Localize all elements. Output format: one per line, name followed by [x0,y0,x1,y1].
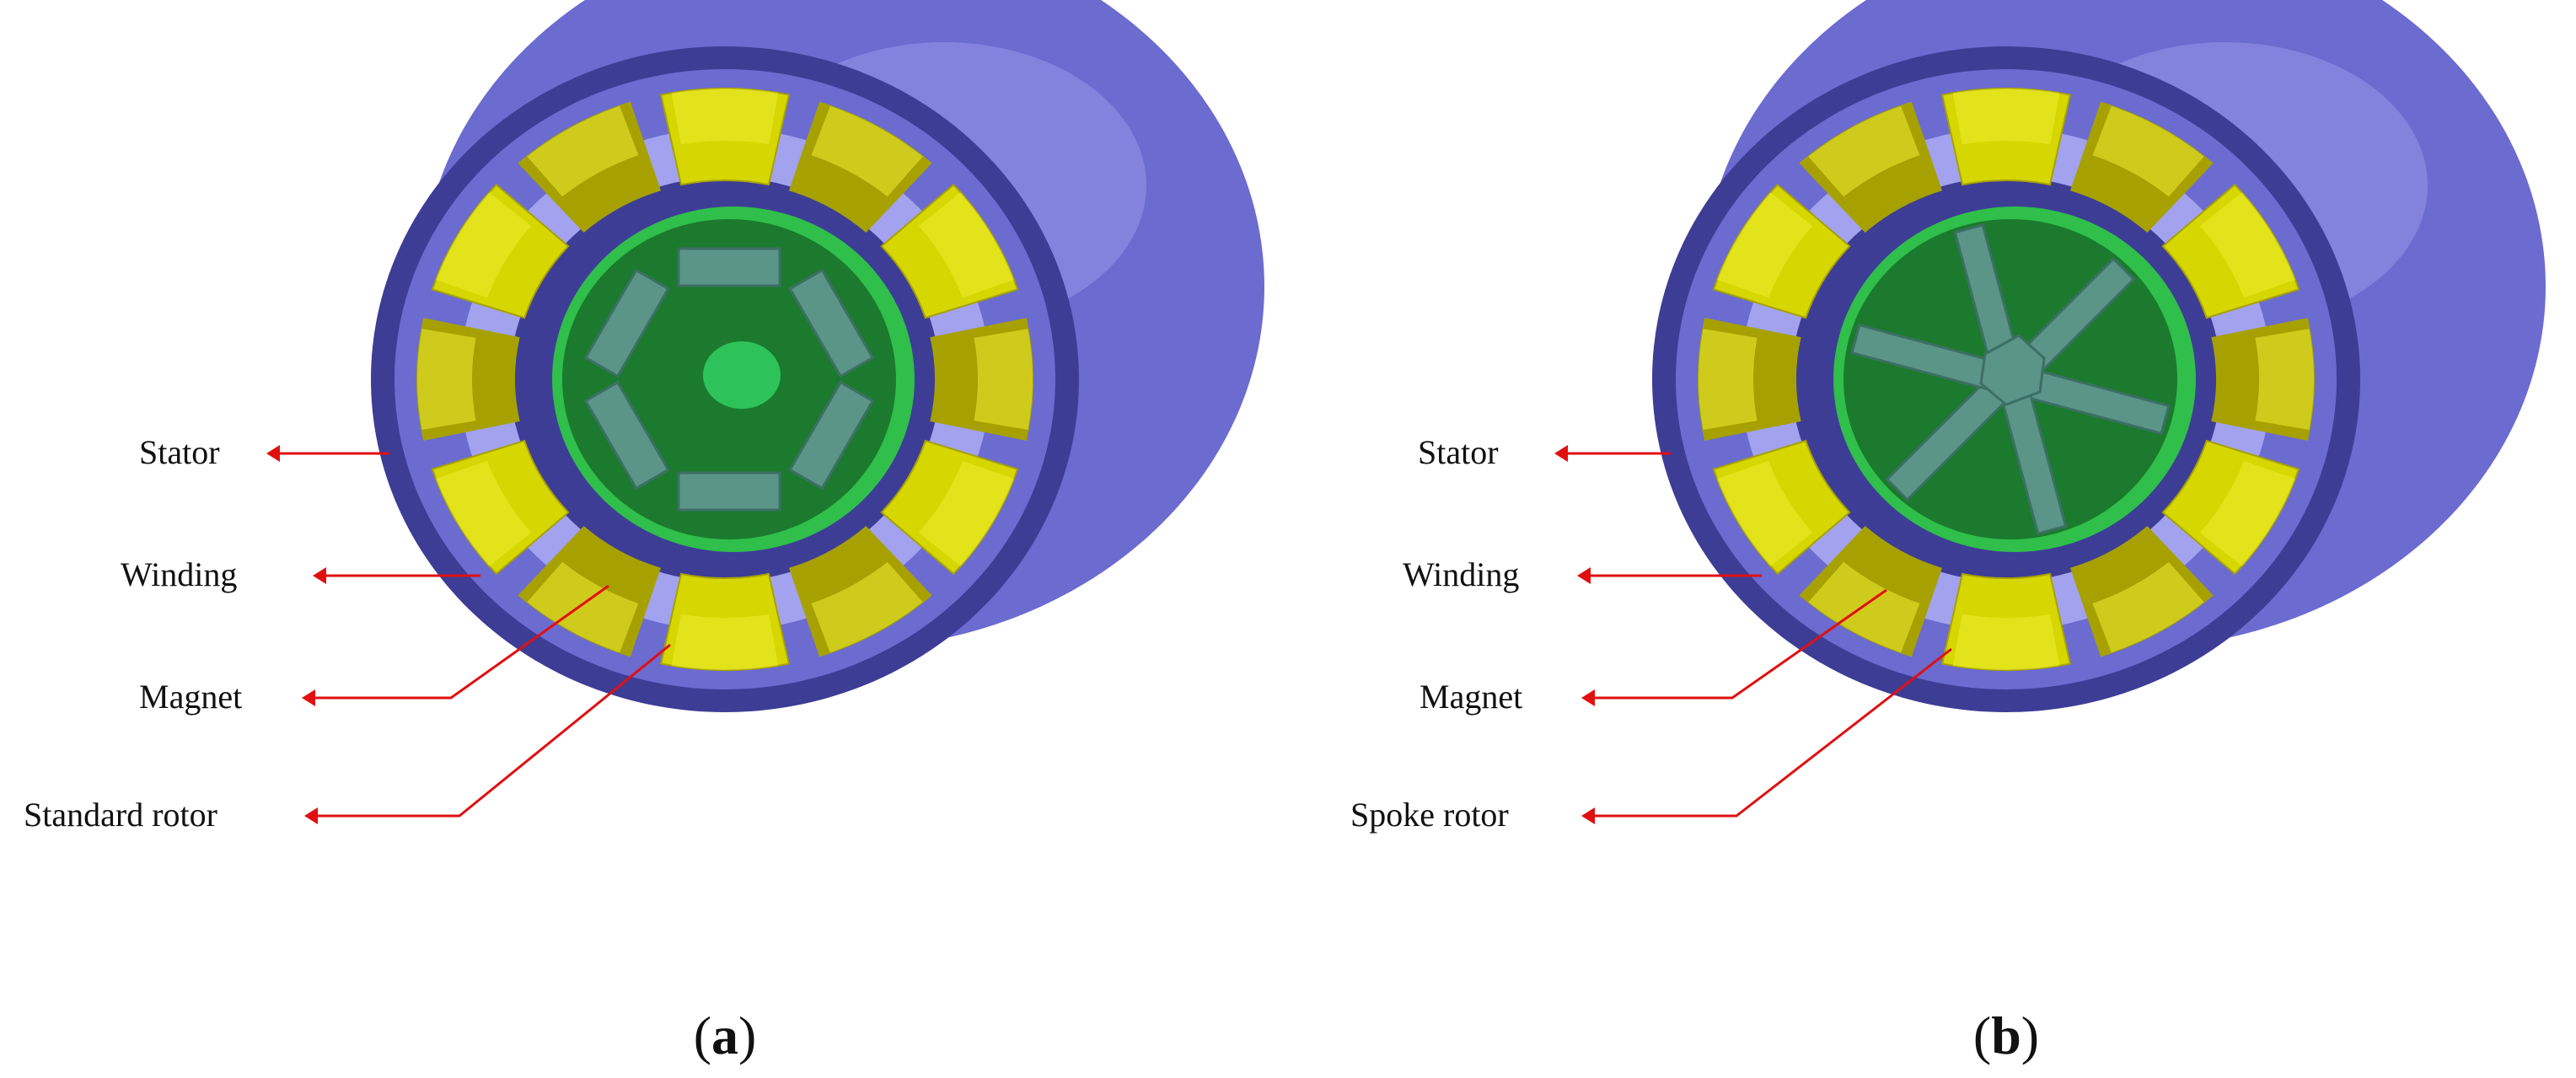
winding-coil-top [2255,329,2314,430]
winding-coil-top [918,192,1014,298]
label-stator: Stator [139,433,389,471]
winding-coil-top [527,105,639,197]
winding-coil-top [671,614,779,670]
magnet-bar [788,268,875,378]
winding-coil-top [1808,105,1920,197]
label-rotor: Standard rotor [24,643,671,834]
label-magnet: Magnet [139,584,609,716]
winding-coil-top [436,192,532,298]
rotor-arrow [1593,647,1952,818]
winding-coil-top [1699,329,1758,430]
rotor-arrow [316,643,671,818]
winding-coil-top [2199,192,2295,298]
magnet-label: Magnet [1419,678,1522,716]
magnet-bar [583,380,670,491]
magnet-bar [583,268,670,378]
winding-coil-top [811,561,923,653]
winding-coil-top [1952,614,2060,670]
label-winding: Winding [121,555,480,593]
rotor-arrowhead [1581,807,1595,824]
magnet-bar [677,471,781,512]
stator-label: Stator [1418,433,1499,471]
rotor-arrowhead [304,807,318,824]
magnet-arrowhead [302,689,315,706]
magnet-bar [788,380,875,491]
caption-b: (b) [1973,1006,2039,1065]
winding-label: Winding [121,555,237,593]
winding-coil-top [974,329,1033,430]
caption-a: (a) [694,1006,757,1065]
winding-coil-top [417,329,476,430]
winding-label: Winding [1403,555,1519,593]
winding-arrowhead [1577,567,1591,584]
rotor-label: Spoke rotor [1350,796,1509,834]
spoke-hub [1979,334,2046,406]
winding-coil-top [436,460,532,566]
stator-label: Stator [139,433,220,471]
winding-coil-top [2092,105,2204,197]
winding-coil-top [1952,88,2060,145]
stator-arrowhead [266,445,280,462]
stator-arrowhead [1554,445,1568,462]
winding-coil-top [1717,192,1813,298]
label-stator: Stator [1418,433,1671,471]
panel-a: Stator Winding Magnet Standard rotor (a) [24,0,1264,1065]
label-rotor: Spoke rotor [1350,647,1952,834]
magnet-label: Magnet [139,678,242,716]
rotor-shaft [703,341,781,409]
winding-arrowhead [313,567,326,584]
winding-coil-top [2092,561,2204,653]
motor-drawing-standard [371,0,1264,712]
magnet-arrow [1593,588,1887,700]
magnet-arrow [314,584,609,700]
motor-drawing-spoke [1652,0,2546,712]
winding-coil-top [1808,561,1920,653]
rotor-label: Standard rotor [24,796,217,834]
winding-coil-top [671,88,779,145]
magnet-bar [677,247,781,287]
winding-coil-top [918,460,1014,566]
panel-b: Stator Winding Magnet Spoke rotor (b) [1350,0,2546,1065]
winding-coil-top [811,105,923,197]
winding-coil-top [2199,460,2295,566]
winding-coil-top [527,561,639,653]
label-magnet: Magnet [1419,588,1887,716]
magnet-arrowhead [1581,689,1595,706]
label-winding: Winding [1403,555,1762,593]
winding-coil-top [1717,460,1813,566]
